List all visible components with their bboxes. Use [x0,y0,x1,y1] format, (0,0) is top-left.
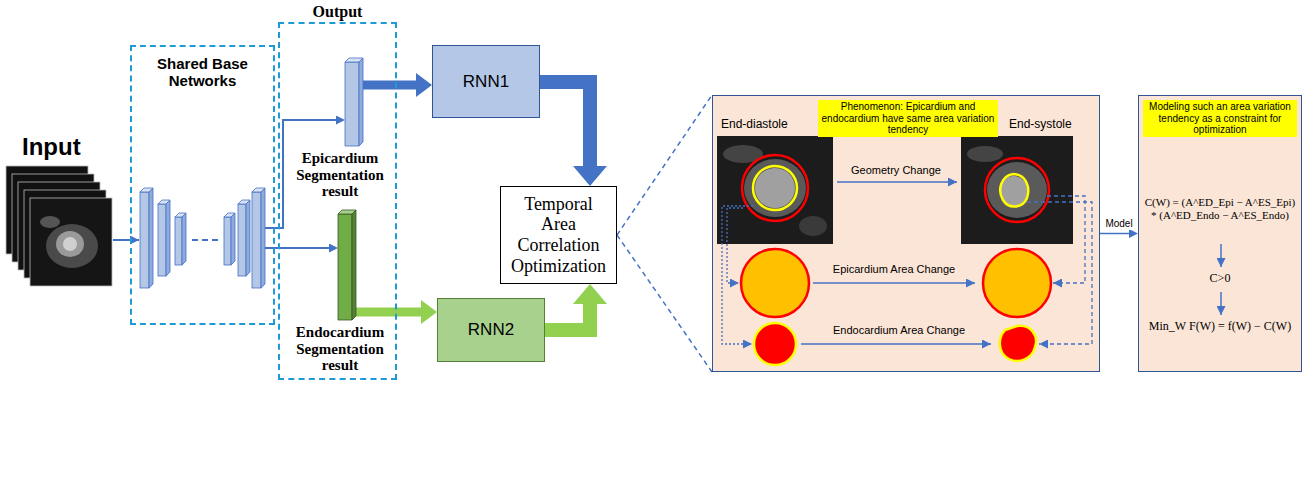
change-label: Epicardium Area Change [813,263,975,276]
epicardium-area [741,249,809,317]
layer [140,192,149,288]
layer [149,188,153,288]
phase-label: End-systole [1009,118,1072,132]
derivation-arrow [1220,292,1222,315]
rnn-label: RNN1 [463,72,509,92]
bar-face [359,58,363,146]
layer [175,217,182,265]
endocardium-contour [753,166,797,210]
output-group: OutputEpicardium Segmentation resultEndo… [278,22,397,380]
layer-ellipsis [192,239,218,241]
formula: Min_W F(W) = f(W) − C(W) [1141,320,1299,334]
rnn-label: RNN2 [468,320,514,340]
layer [261,188,265,288]
group-heading: Shared Base Networks [132,55,273,90]
layer [231,213,235,265]
endocardium-area [1000,326,1036,361]
change-label: Geometry Change [837,164,955,177]
connector [356,308,421,317]
connector [545,304,590,330]
bar-shape [338,210,356,320]
heart [63,237,77,251]
network-group: Shared Base Networks [130,45,275,325]
highlight-note: Phenomenon: Epicardium and endocardium h… [818,100,998,137]
dashed-leader [1047,196,1085,283]
layer [246,200,250,276]
mri-image [717,136,833,244]
edge-label: Model [1104,218,1133,230]
network-layers [140,188,265,288]
layer [224,217,231,265]
bar-face [352,210,356,320]
segmentation-bar: Endocardium Segmentation result [338,210,356,320]
bar-face [345,62,359,146]
tissue [967,146,1003,162]
derivation-arrow [1220,244,1222,267]
result-label: Endocardium Segmentation result [288,324,392,374]
change-arrow [837,181,957,183]
mri-image [961,136,1073,244]
layer [252,192,261,288]
connector [363,81,416,90]
dash [202,239,208,241]
rnn-box: RNN2 [437,298,545,362]
endocardium-area [754,323,796,365]
epicardium-contour [742,155,808,221]
layer [238,204,246,276]
phase-label: End-diastole [721,118,788,132]
bar-shape [345,58,363,146]
group-heading: Output [268,3,407,21]
heart [46,224,98,268]
dash [192,239,198,241]
dotted-leader [727,208,743,283]
change-arrow [813,282,975,284]
connector [1100,233,1129,235]
layer [166,200,170,276]
change-arrow [801,343,991,345]
epicardium-area [983,249,1051,317]
connector [617,95,712,372]
connector [275,247,329,249]
change-label: Endocardium Area Change [813,324,985,337]
process-label: Temporal Area Correlation Optimization [507,194,610,277]
connector [540,82,590,166]
formula: C>0 [1141,272,1299,286]
mri-slice [30,198,112,286]
rnn-box: RNN1 [432,45,540,118]
bar-face [338,214,352,320]
phenomenon-panel: Phenomenon: Epicardium and endocardium h… [712,95,1100,372]
layer [182,213,186,265]
heart [56,231,84,257]
myocardium [744,159,806,217]
tissue [40,216,60,228]
dash [212,239,218,241]
segmentation-bar: Epicardium Segmentation result [345,58,363,146]
highlight-note: Modeling such an area variation tendency… [1143,100,1297,137]
epicardium-contour [985,158,1049,222]
input-image-stack [6,166,112,286]
model-panel: Modeling such an area variation tendency… [1138,95,1302,372]
endocardium-contour [1000,174,1028,207]
dashed-leader [1027,202,1092,344]
process-box: Temporal Area Correlation Optimization [500,186,617,284]
dotted-leader [722,206,753,344]
input-label: Input [22,133,81,161]
formula: C(W) = (A^ED_Epi − A^ES_Epi) * (A^ED_End… [1141,196,1299,221]
myocardium [987,162,1047,218]
tissue [799,216,827,236]
input-arrow [113,239,139,241]
layer [158,204,166,276]
blood-pool [755,168,795,208]
result-label: Epicardium Segmentation result [288,150,392,200]
